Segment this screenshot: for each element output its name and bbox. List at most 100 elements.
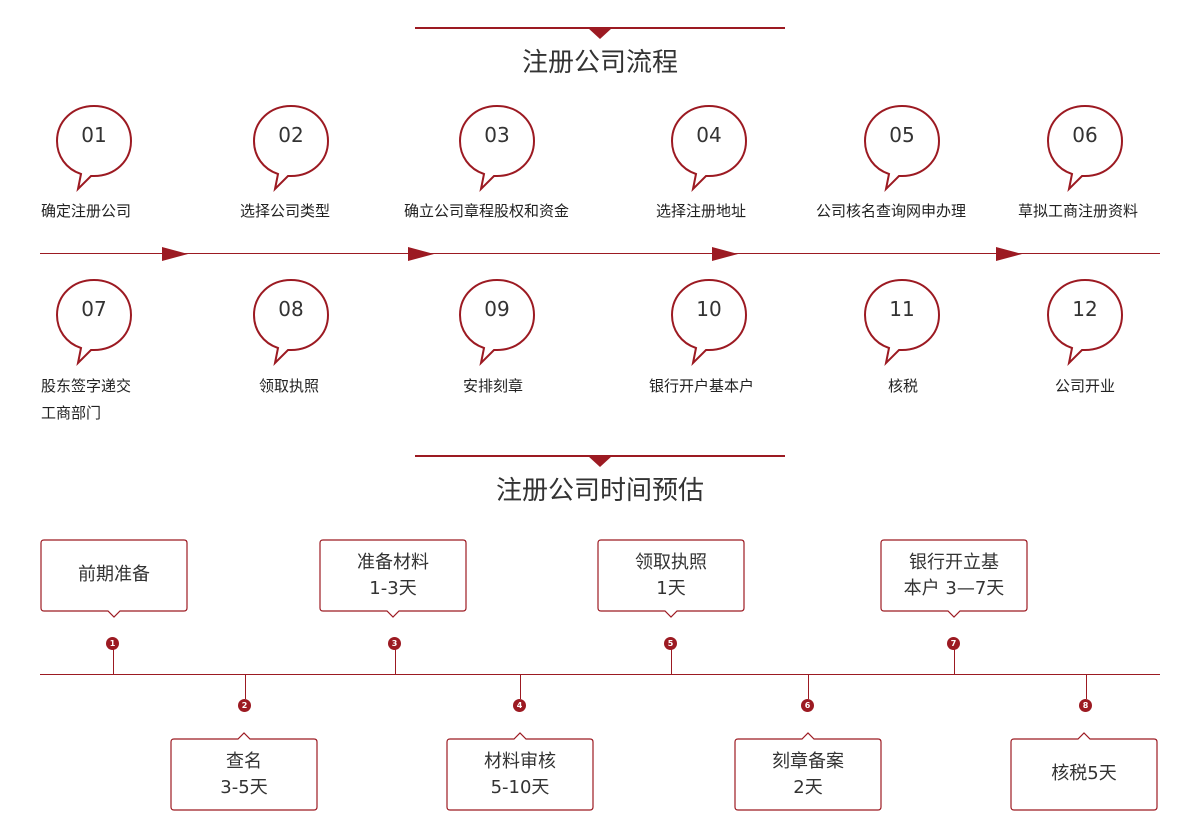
speech-bubble-icon [863, 278, 941, 367]
stage-box-outline [734, 732, 882, 811]
stage-text-2a: 查名 [226, 751, 262, 772]
step-label-10: 银行开户基本户 [649, 377, 755, 395]
step-bubble-10: 10 [669, 277, 749, 367]
arrow-icon [408, 247, 434, 261]
step-label-01: 确定注册公司 [41, 202, 132, 220]
speech-bubble-icon [252, 104, 330, 193]
arrow-icon [996, 247, 1022, 261]
stage-stem-7 [954, 649, 955, 674]
stage-box-6: 刻章备案 2天 [734, 732, 882, 811]
step-number: 01 [81, 123, 107, 147]
speech-bubble-icon [458, 104, 536, 193]
step-bubble-06: 06 [1045, 103, 1125, 193]
stage-stem-4 [520, 674, 521, 699]
step-number: 03 [484, 123, 510, 147]
stage-text-4b: 5-10天 [490, 777, 550, 798]
timeline-line [40, 674, 1160, 675]
step-label-03: 确立公司章程股权和资金 [404, 202, 570, 220]
step-bubble-12: 12 [1045, 277, 1125, 367]
stage-box-4: 材料审核 5-10天 [446, 732, 594, 811]
stage-stem-2 [245, 674, 246, 699]
speech-bubble-icon [1046, 278, 1124, 367]
stage-marker-4: 4 [513, 699, 526, 712]
step-number: 11 [889, 297, 915, 321]
step-label-07-line1: 股东签字递交 [41, 377, 132, 395]
step-label-02: 选择公司类型 [240, 202, 331, 220]
stage-box-outline [170, 732, 318, 811]
stage-text-1a: 前期准备 [78, 564, 150, 585]
stage-stem-3 [395, 649, 396, 674]
speech-bubble-icon [670, 278, 748, 367]
speech-bubble-icon [55, 104, 133, 193]
stage-box-8: 核税5天 [1010, 732, 1158, 811]
step-bubble-08: 08 [251, 277, 331, 367]
stage-marker-8: 8 [1079, 699, 1092, 712]
stage-text-6a: 刻章备案 [772, 751, 844, 772]
stage-box-outline [597, 539, 745, 618]
step-number: 04 [696, 123, 722, 147]
step-number: 06 [1072, 123, 1098, 147]
step-label-09: 安排刻章 [463, 377, 524, 395]
stage-text-7b: 本户 3—7天 [903, 578, 1005, 599]
stage-box-outline [880, 539, 1028, 618]
step-number: 07 [81, 297, 107, 321]
speech-bubble-icon [1046, 104, 1124, 193]
stage-text-4a: 材料审核 [484, 751, 556, 772]
step-label-06: 草拟工商注册资料 [1018, 202, 1139, 220]
speech-bubble-icon [458, 278, 536, 367]
stage-box-outline [319, 539, 467, 618]
speech-bubble-icon [670, 104, 748, 193]
stage-stem-6 [808, 674, 809, 699]
stage-text-7a: 银行开立基 [909, 552, 999, 573]
step-bubble-11: 11 [862, 277, 942, 367]
stage-text-2b: 3-5天 [220, 777, 268, 798]
step-label-05: 公司核名查询网申办理 [816, 202, 967, 220]
stage-box-5: 领取执照 1天 [597, 539, 745, 618]
stage-marker-5: 5 [664, 637, 677, 650]
process-line [40, 253, 1160, 254]
stage-marker-6: 6 [801, 699, 814, 712]
step-label-08: 领取执照 [259, 377, 320, 395]
step-bubble-02: 02 [251, 103, 331, 193]
step-number: 05 [889, 123, 915, 147]
step-number: 10 [696, 297, 722, 321]
stage-text-3a: 准备材料 [357, 552, 429, 573]
arrow-icon [712, 247, 738, 261]
stage-box-1: 前期准备 [40, 539, 188, 618]
section2-title-notch [588, 456, 612, 467]
speech-bubble-icon [863, 104, 941, 193]
step-number: 12 [1072, 297, 1098, 321]
stage-text-6b: 2天 [793, 777, 823, 798]
stage-text-5a: 领取执照 [635, 552, 707, 573]
stage-stem-8 [1086, 674, 1087, 699]
step-label-11: 核税 [888, 377, 919, 395]
stage-stem-5 [671, 649, 672, 674]
stage-marker-7: 7 [947, 637, 960, 650]
step-bubble-03: 03 [457, 103, 537, 193]
stage-text-3b: 1-3天 [369, 578, 417, 599]
stage-box-7: 银行开立基 本户 3—7天 [880, 539, 1028, 618]
step-bubble-09: 09 [457, 277, 537, 367]
step-number: 02 [278, 123, 304, 147]
step-bubble-07: 07 [54, 277, 134, 367]
step-bubble-01: 01 [54, 103, 134, 193]
arrow-icon [162, 247, 188, 261]
step-bubble-05: 05 [862, 103, 942, 193]
stage-box-2: 查名 3-5天 [170, 732, 318, 811]
step-number: 09 [484, 297, 510, 321]
section1-title: 注册公司流程 [521, 48, 678, 78]
section2-title: 注册公司时间预估 [495, 476, 704, 506]
stage-box-3: 准备材料 1-3天 [319, 539, 467, 618]
step-bubble-04: 04 [669, 103, 749, 193]
stage-marker-2: 2 [238, 699, 251, 712]
speech-bubble-icon [252, 278, 330, 367]
stage-text-8a: 核税5天 [1051, 763, 1117, 784]
stage-stem-1 [113, 649, 114, 674]
stage-marker-1: 1 [106, 637, 119, 650]
step-label-04: 选择注册地址 [656, 202, 747, 220]
stage-box-outline [1010, 732, 1158, 811]
step-label-07-line2: 工商部门 [41, 404, 102, 422]
speech-bubble-icon [55, 278, 133, 367]
stage-box-outline [40, 539, 188, 618]
stage-text-5b: 1天 [656, 578, 686, 599]
